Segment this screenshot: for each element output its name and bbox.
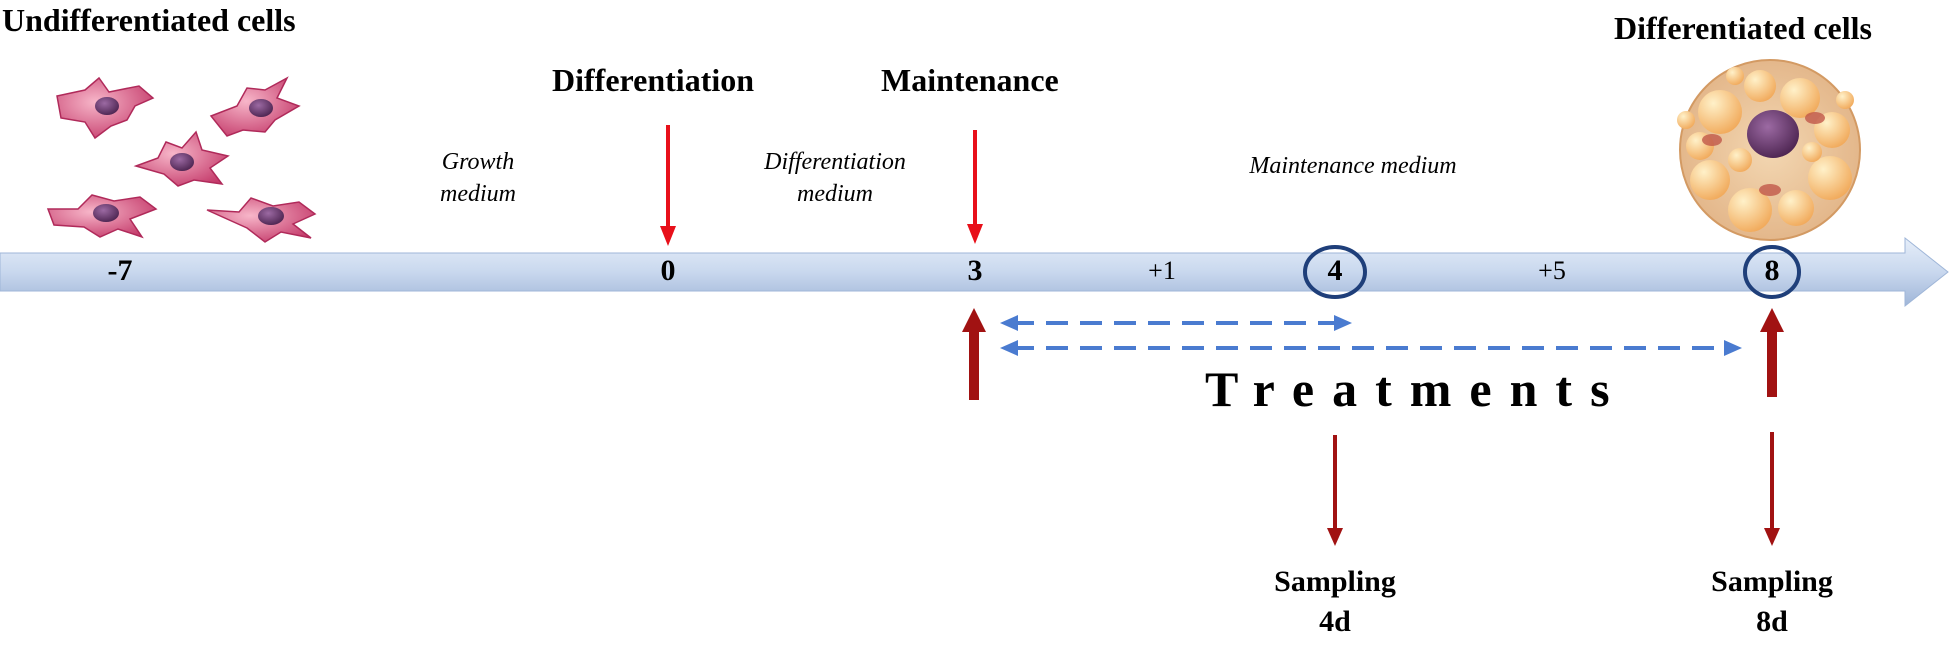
tick-minus7: -7 [107,254,133,287]
treatment-range-4d [1000,315,1352,331]
sampling-arrow-8d [1764,432,1780,546]
undifferentiated-cells-illustration [46,76,317,243]
cell-icon [209,76,301,137]
maintenance-arrow [967,130,983,244]
treatment-start-arrow-day3 [962,308,986,400]
tick-3: 3 [967,254,983,287]
sampling-8d-label: Sampling 8d [1711,565,1833,638]
cell-icon [206,197,317,243]
day4-circle [1303,245,1367,299]
treatment-range-8d [1000,340,1742,356]
sampling-arrow-4d [1327,435,1343,546]
timeline-axis [0,236,1949,308]
interval-plus5: +5 [1538,256,1566,285]
tick-0: 0 [660,254,676,287]
heading-maintenance: Maintenance [881,62,1059,98]
interval-plus1: +1 [1148,256,1176,285]
sampling-4d-label: Sampling 4d [1274,565,1396,638]
day8-circle [1743,245,1801,299]
heading-undifferentiated-cells: Undifferentiated cells [2,2,296,38]
treatment-start-arrow-day8 [1760,308,1784,397]
maintenance-medium-label: Maintenance medium [1249,153,1457,179]
tick-4: 4 [1327,254,1343,287]
cell-icon [46,194,158,239]
growth-medium-label: Growth medium [440,149,516,207]
heading-differentiation: Differentiation [552,62,755,98]
differentiation-arrow [660,125,676,246]
differentiated-cell-illustration [1677,59,1861,241]
cell-icon [56,76,155,140]
treatments-label: Treatments [1205,361,1628,417]
cell-icon [133,130,230,187]
heading-differentiated-cells: Differentiated cells [1614,10,1872,46]
differentiation-medium-label: Differentiation medium [764,149,906,207]
tick-8: 8 [1764,254,1780,287]
